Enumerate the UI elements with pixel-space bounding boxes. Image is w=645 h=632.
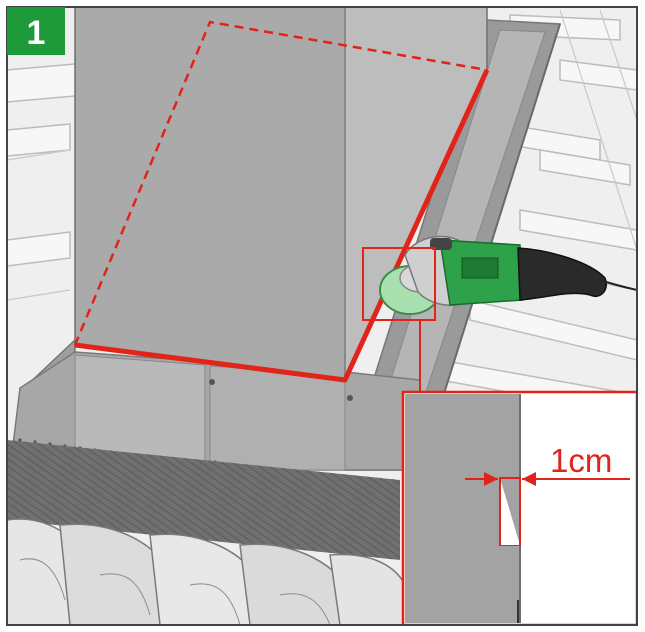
cut-line-solid <box>74 68 490 383</box>
chimney-front <box>74 7 346 381</box>
callout-source-box <box>362 247 436 321</box>
frame <box>6 6 638 626</box>
roof-tiles <box>7 518 406 625</box>
step-number: 1 <box>27 14 46 52</box>
cut-line-dashed <box>73 20 488 346</box>
step-badge: 1 <box>7 7 65 55</box>
dimension-label: 1cm <box>550 442 612 479</box>
detail-inset: 1cm <box>401 390 637 625</box>
